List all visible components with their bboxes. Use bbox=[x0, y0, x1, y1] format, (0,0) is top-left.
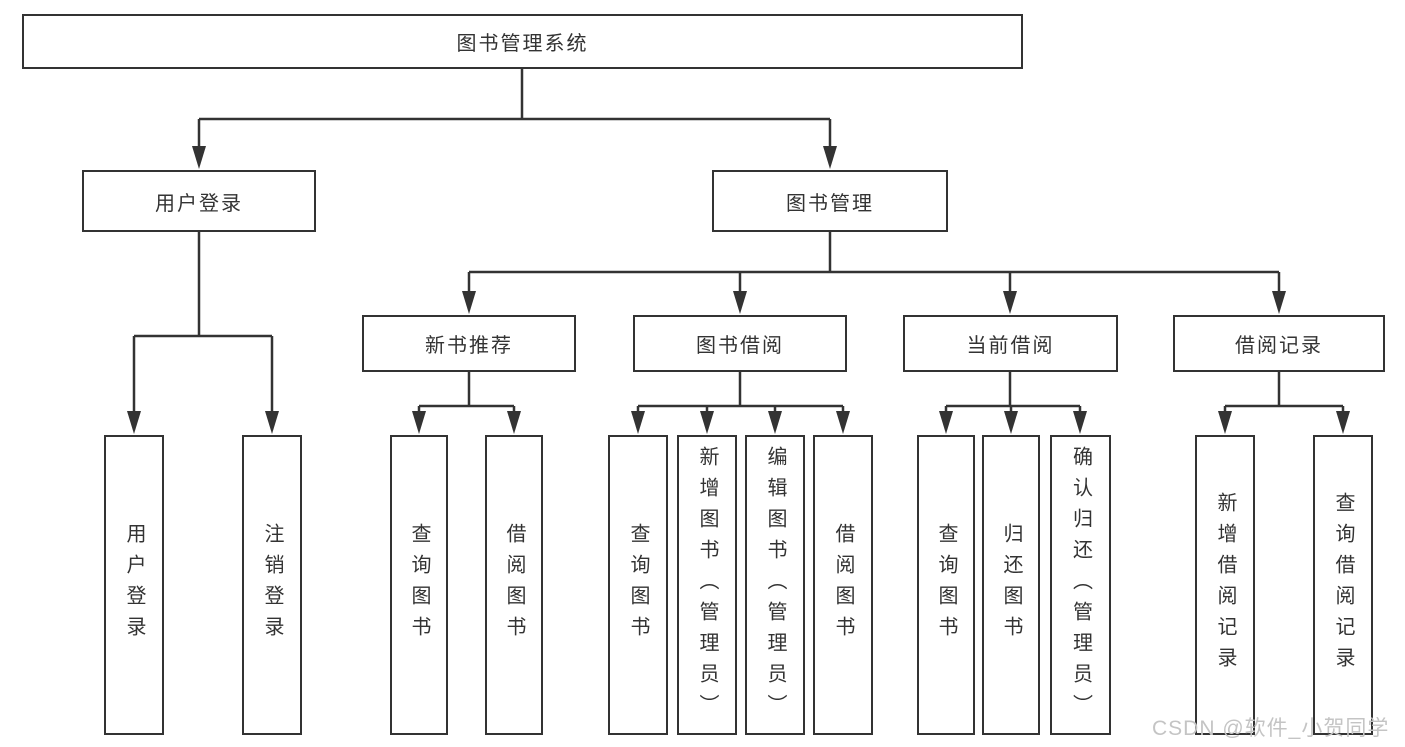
leaf-query-borrow-record: 查询借阅记录 bbox=[1313, 435, 1373, 735]
leaf-borrow-books-recommend: 借阅图书 bbox=[485, 435, 543, 735]
node-current-borrow: 当前借阅 bbox=[903, 315, 1118, 372]
leaf-borrow-books: 借阅图书 bbox=[813, 435, 873, 735]
leaf-query-books-borrow: 查询图书 bbox=[608, 435, 668, 735]
leaf-user-login: 用户登录 bbox=[104, 435, 164, 735]
leaf-add-book-admin: 新增图书（管理员） bbox=[677, 435, 737, 735]
leaf-edit-book-admin: 编辑图书（管理员） bbox=[745, 435, 805, 735]
leaf-return-book: 归还图书 bbox=[982, 435, 1040, 735]
node-new-book-recommend: 新书推荐 bbox=[362, 315, 576, 372]
leaf-query-books-current: 查询图书 bbox=[917, 435, 975, 735]
node-borrow-records: 借阅记录 bbox=[1173, 315, 1385, 372]
leaf-add-borrow-record: 新增借阅记录 bbox=[1195, 435, 1255, 735]
leaf-logout: 注销登录 bbox=[242, 435, 302, 735]
node-book-borrow: 图书借阅 bbox=[633, 315, 847, 372]
node-book-management: 图书管理 bbox=[712, 170, 948, 232]
leaf-confirm-return-admin: 确认归还（管理员） bbox=[1050, 435, 1111, 735]
node-root: 图书管理系统 bbox=[22, 14, 1023, 69]
node-user-login: 用户登录 bbox=[82, 170, 316, 232]
csdn-watermark: CSDN @软件_小贺同学 bbox=[1152, 717, 1390, 740]
leaf-query-books-recommend: 查询图书 bbox=[390, 435, 448, 735]
